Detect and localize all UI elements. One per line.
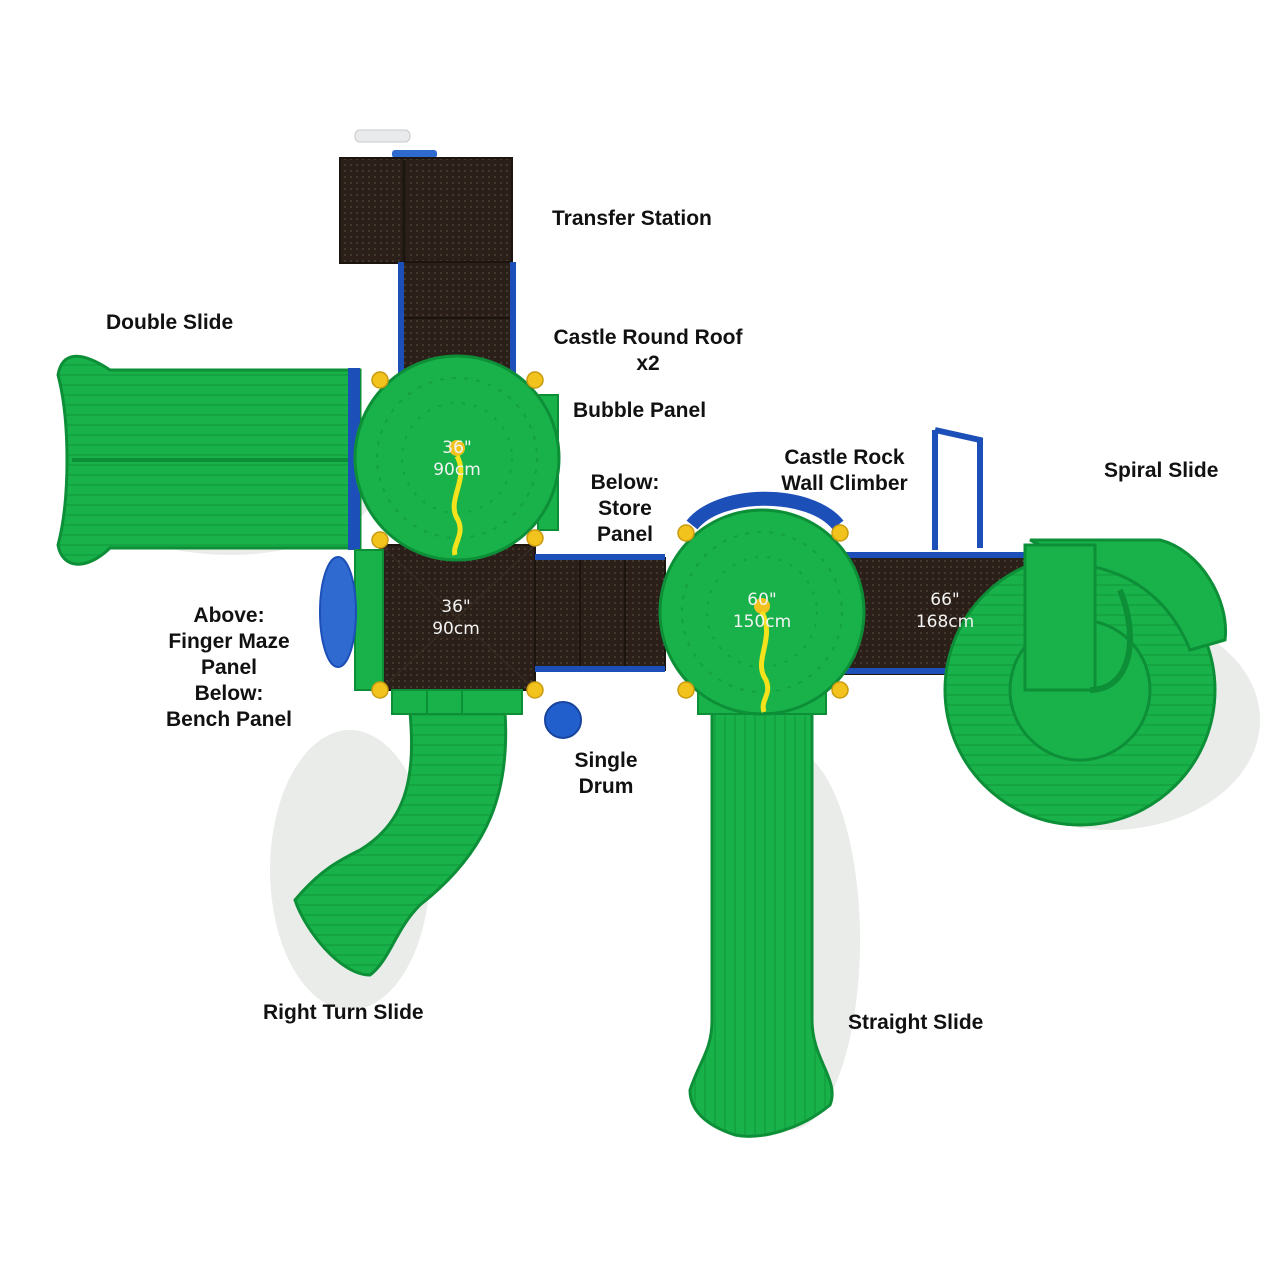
label-straight-slide: Straight Slide [848,1011,984,1034]
bridge [534,554,666,672]
castle-round-roof-right [658,508,866,716]
single-drum [544,701,582,739]
label-bubble-panel: Bubble Panel [573,399,707,422]
spiral-slide [943,538,1228,827]
castle-rock-wall-climber [686,491,844,530]
label-right-turn-slide: Right Turn Slide [263,1001,424,1024]
right-turn-slide [293,689,523,977]
label-double-slide: Double Slide [106,311,234,334]
transfer-station [339,129,516,382]
label-spiral-slide: Spiral Slide [1104,459,1219,482]
double-slide [56,354,362,566]
straight-slide [688,689,834,1138]
label-transfer-station: Transfer Station [552,207,712,230]
bolts [371,371,849,699]
deck-right-measurement: 66"168cm [915,590,975,632]
roof-right-measurement: 60"150cm [732,590,792,632]
deck-left-measurement: 36"90cm [432,597,480,639]
castle-round-roof-left [353,354,561,562]
left-deck [319,544,536,691]
roof-left-measurement: 36"90cm [433,438,481,480]
